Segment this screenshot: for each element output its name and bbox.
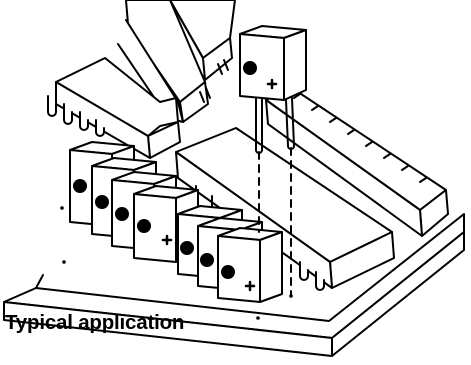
ic-chip-back-3 <box>47 57 181 159</box>
figure-caption: Typical application <box>5 311 185 334</box>
capacitor-inserting <box>239 25 307 154</box>
board-holes <box>60 206 293 320</box>
capacitor <box>217 227 283 303</box>
ic-chip-back-2 <box>117 0 211 123</box>
capacitor-group-front <box>177 205 283 303</box>
circuit-board <box>3 213 465 357</box>
ic-chip-middle <box>175 127 395 291</box>
insertion-guide-lines <box>258 147 292 297</box>
capacitor-group-left <box>69 141 199 263</box>
